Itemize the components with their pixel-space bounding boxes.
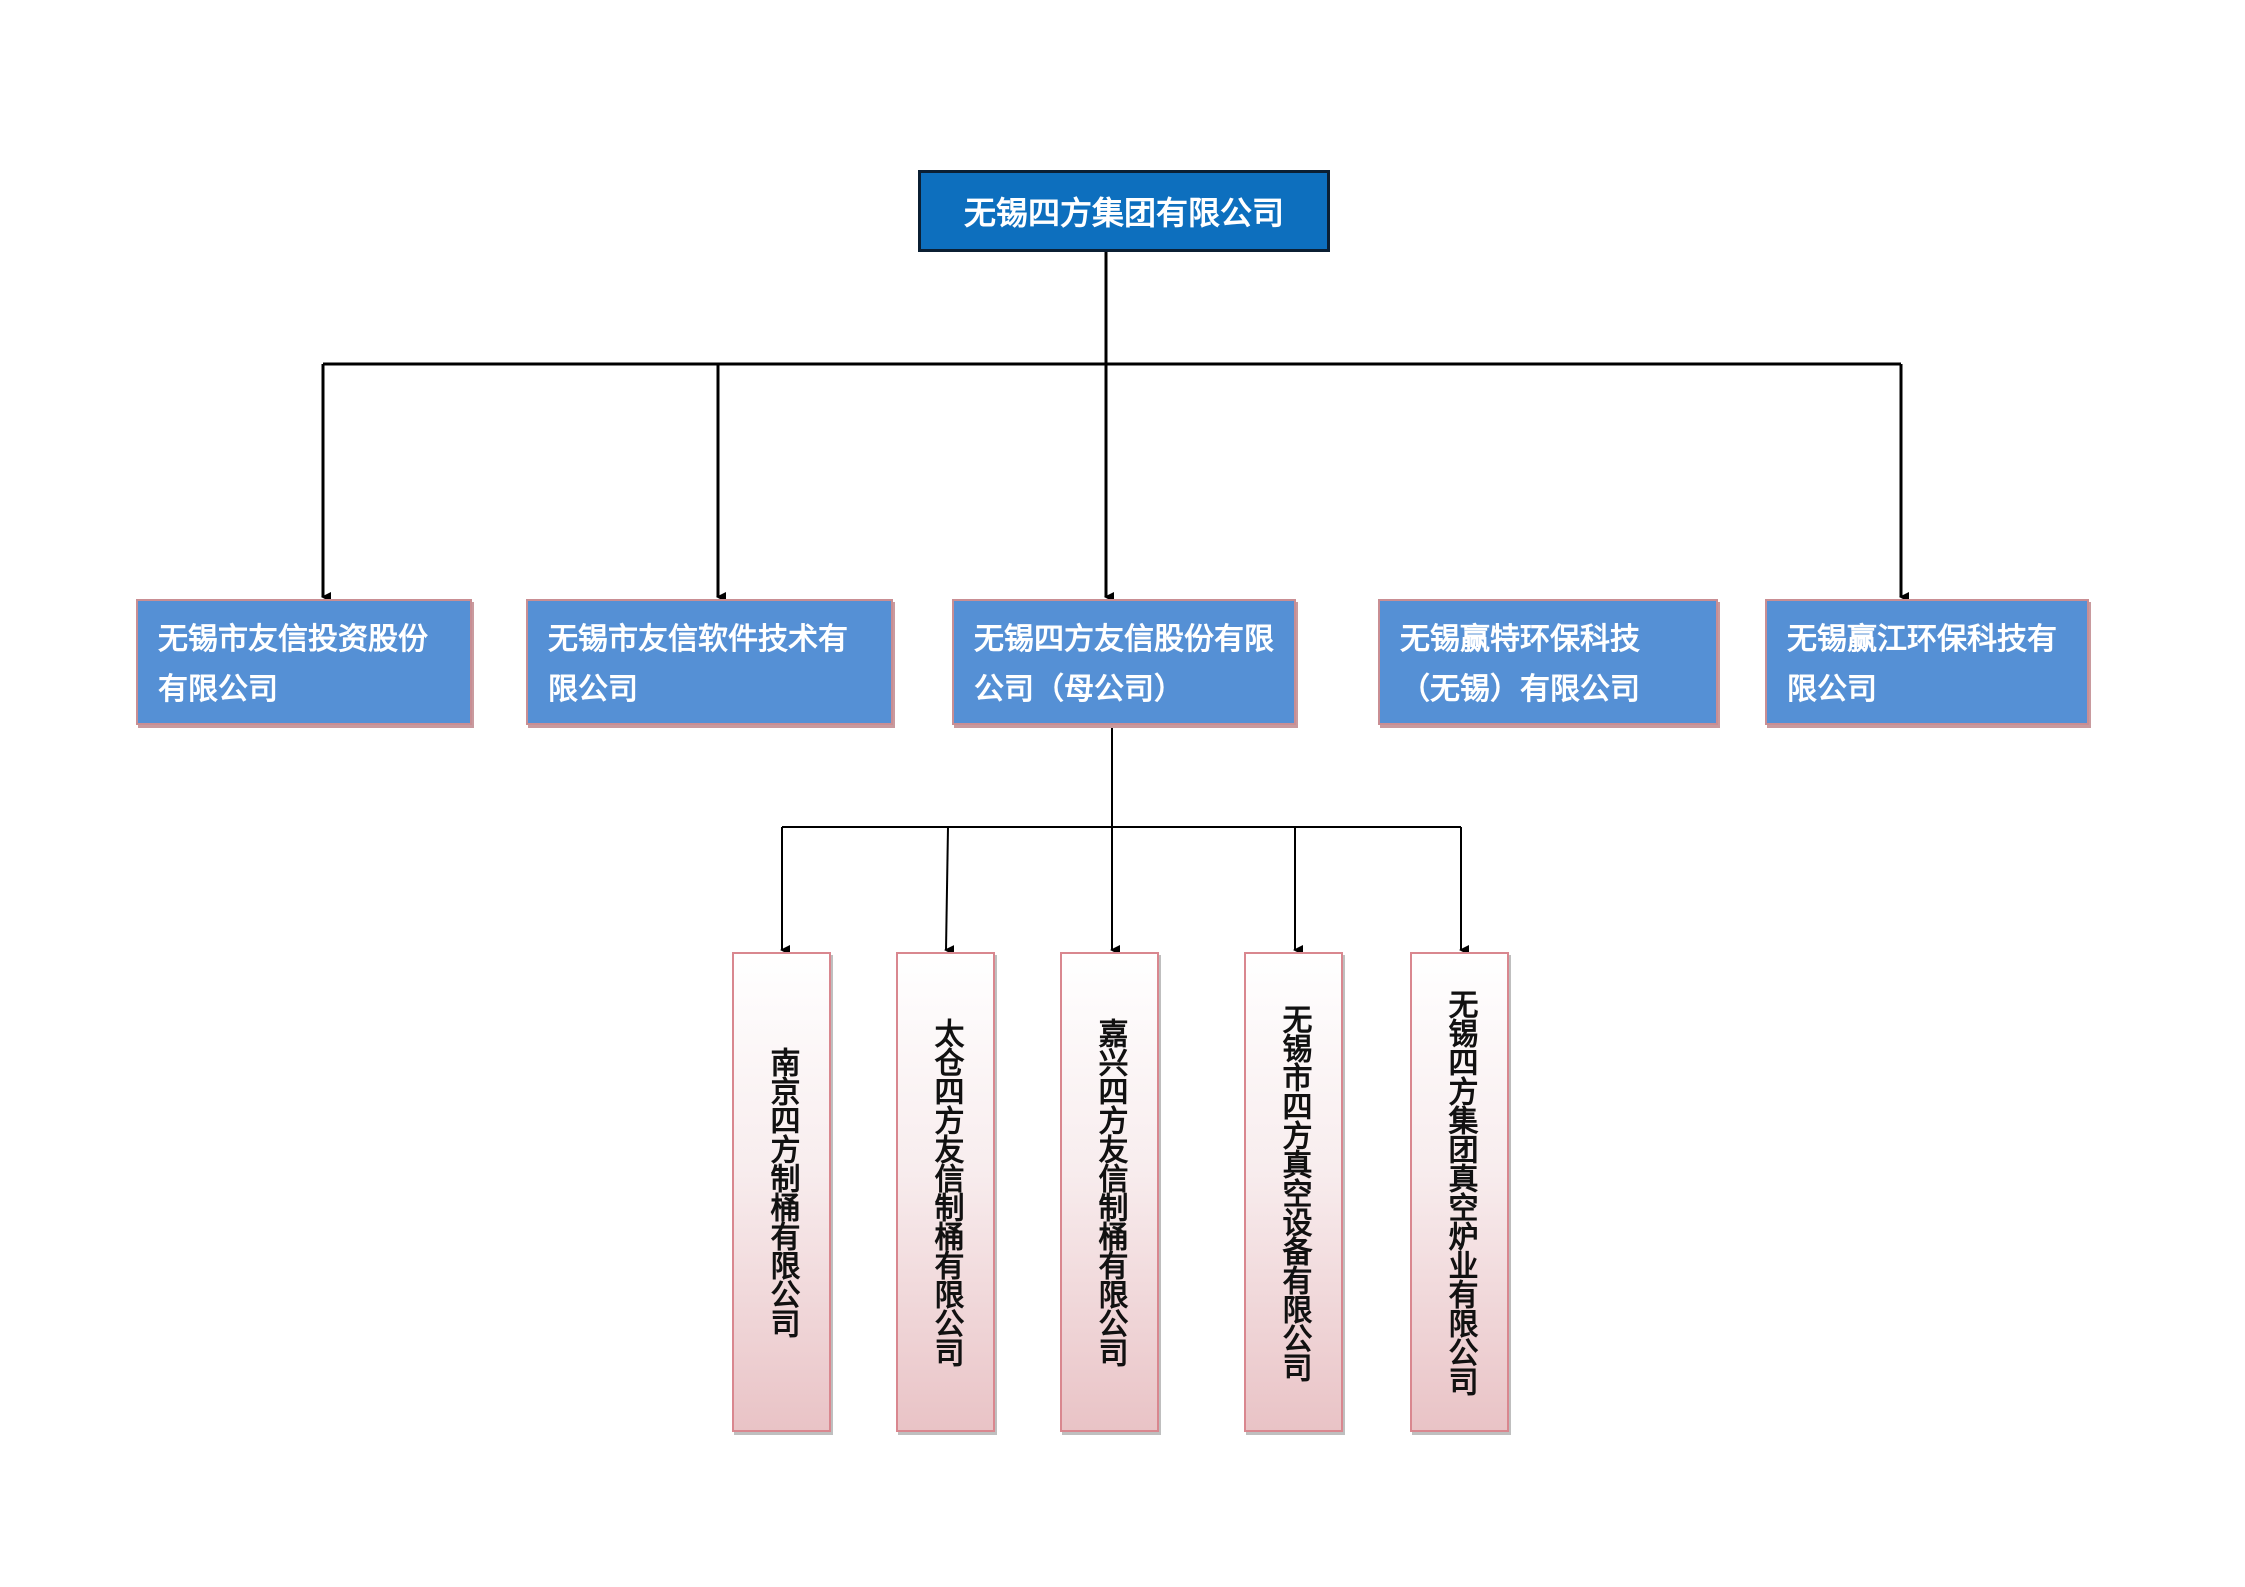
sub-subsidiary-box-4: 无锡市四方真空设备有限公司 (1244, 952, 1343, 1432)
sub-subsidiary-box-5: 无锡四方集团真空炉业有限公司 (1410, 952, 1509, 1432)
sub-subsidiary-box-2: 太仓四方友信制桶有限公司 (896, 952, 995, 1432)
subsidiary-label: 无锡市友信软件技术有限公司 (548, 622, 848, 707)
arrow-to-leaf-2 (944, 826, 955, 956)
subsidiary-box-4: 无锡赢特环保科技（无锡）有限公司 (1378, 599, 1718, 725)
sub-subsidiary-label: 无锡四方集团真空炉业有限公司 (1442, 989, 1478, 1395)
subsidiary-box-1: 无锡市友信投资股份有限公司 (136, 599, 472, 725)
sub-subsidiary-label: 无锡市四方真空设备有限公司 (1276, 1003, 1312, 1381)
subsidiary-label: 无锡赢特环保科技（无锡）有限公司 (1400, 622, 1640, 707)
sub-subsidiary-box-1: 南京四方制桶有限公司 (732, 952, 831, 1432)
subsidiary-label: 无锡赢江环保科技有限公司 (1787, 622, 2057, 707)
subsidiary-box-5: 无锡赢江环保科技有限公司 (1765, 599, 2089, 725)
subsidiary-box-3: 无锡四方友信股份有限公司（母公司） (952, 599, 1296, 725)
sub-subsidiary-label: 南京四方制桶有限公司 (764, 1047, 800, 1337)
root-company-label: 无锡四方集团有限公司 (963, 194, 1284, 232)
sub-subsidiary-label: 太仓四方友信制桶有限公司 (928, 1018, 964, 1366)
sub-subsidiary-label: 嘉兴四方友信制桶有限公司 (1092, 1018, 1128, 1366)
root-company-box: 无锡四方集团有限公司 (918, 170, 1330, 252)
subsidiary-label: 无锡市友信投资股份有限公司 (158, 622, 428, 707)
subsidiary-label: 无锡四方友信股份有限公司（母公司） (974, 622, 1274, 707)
sub-subsidiary-box-3: 嘉兴四方友信制桶有限公司 (1060, 952, 1159, 1432)
subsidiary-box-2: 无锡市友信软件技术有限公司 (526, 599, 893, 725)
